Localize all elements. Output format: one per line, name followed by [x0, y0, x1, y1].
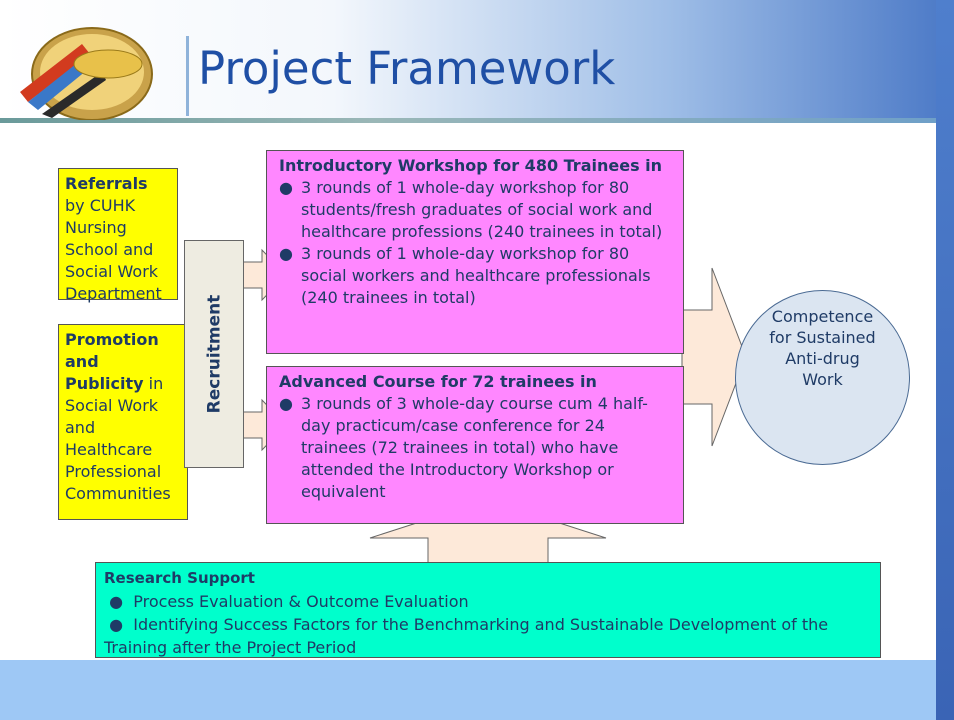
- referrals-label: Referrals: [65, 174, 148, 193]
- promotion-box: Promotion and Publicity in Social Work a…: [58, 324, 188, 520]
- footer-band: [0, 660, 936, 720]
- recruitment-box: [184, 240, 244, 468]
- introductory-heading: Introductory Workshop for 480 Trainees i…: [279, 156, 663, 175]
- arrow-to-outcome: [681, 267, 747, 447]
- header-band: [0, 0, 954, 118]
- bullet-dot: ●: [279, 244, 293, 263]
- advanced-bullet-1: ● 3 rounds of 3 whole-day course cum 4 ha…: [279, 393, 675, 503]
- research-line-2: ● Identifying Success Factors for the Be…: [104, 613, 872, 659]
- referrals-text: by CUHK Nursing School and Social Work D…: [65, 196, 162, 303]
- page-title: Project Framework: [198, 42, 616, 95]
- outcome-circle: [735, 290, 910, 465]
- beat-drugs-fund-logo: [20, 27, 153, 120]
- advanced-course-box: Advanced Course for 72 trainees in ● 3 ro…: [266, 366, 684, 524]
- bullet-dot: ●: [109, 615, 124, 634]
- research-line-1-text: Process Evaluation & Outcome Evaluation: [133, 592, 469, 611]
- advanced-bullet-1-text: 3 rounds of 3 whole-day course cum 4 hal…: [301, 394, 648, 501]
- bullet-dot: ●: [109, 592, 124, 611]
- recruitment-label-wrap: Recruitment: [186, 240, 242, 468]
- research-line-2-text: Identifying Success Factors for the Benc…: [104, 615, 829, 657]
- outcome-text: Competence for Sustained Anti-drug Work: [769, 307, 876, 389]
- research-heading: Research Support: [104, 569, 255, 587]
- bullet-dot: ●: [279, 394, 293, 413]
- introductory-bullet-1-text: 3 rounds of 1 whole-day workshop for 80 …: [301, 178, 663, 241]
- right-edge-band: [936, 0, 954, 720]
- introductory-bullet-2-text: 3 rounds of 1 whole-day workshop for 80 …: [301, 244, 651, 307]
- title-divider: [186, 36, 189, 116]
- advanced-heading: Advanced Course for 72 trainees in: [279, 372, 597, 391]
- introductory-bullet-1: ● 3 rounds of 1 whole-day workshop for 80…: [279, 177, 675, 243]
- header-underline: [0, 118, 936, 123]
- introductory-bullet-2: ● 3 rounds of 1 whole-day workshop for 80…: [279, 243, 675, 309]
- research-support-box: Research Support ● Process Evaluation & …: [95, 562, 881, 658]
- referrals-box: Referrals by CUHK Nursing School and Soc…: [58, 168, 178, 303]
- research-line-1: ● Process Evaluation & Outcome Evaluatio…: [104, 590, 872, 613]
- introductory-workshop-box: Introductory Workshop for 480 Trainees i…: [266, 150, 684, 354]
- recruitment-label: Recruitment: [204, 294, 224, 414]
- bullet-dot: ●: [279, 178, 293, 197]
- promotion-label: Promotion and Publicity: [65, 330, 159, 393]
- promotion-text: in Social Work and Healthcare Profession…: [65, 374, 171, 503]
